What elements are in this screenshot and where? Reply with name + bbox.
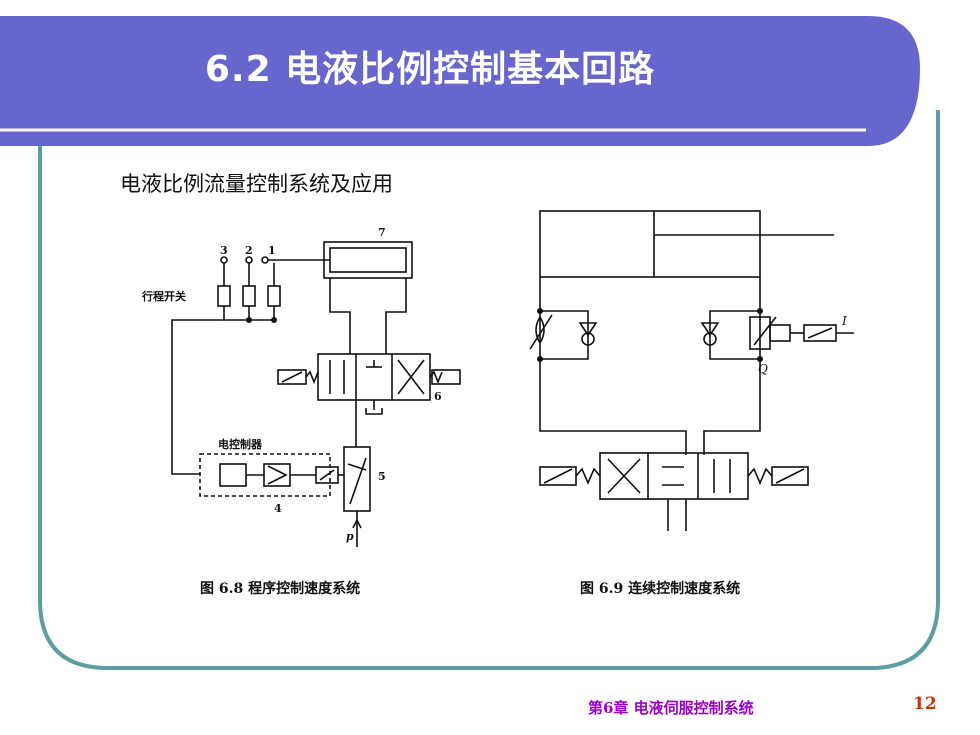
section-subtitle: 电液比例流量控制系统及应用 <box>120 172 393 196</box>
lvdt-box <box>769 324 791 342</box>
junction-dot <box>537 308 543 314</box>
label-current: I <box>841 314 847 328</box>
junction-dot <box>757 308 763 314</box>
label-pressure: p <box>346 530 354 543</box>
label-7: 7 <box>378 226 386 239</box>
cylinder <box>539 210 761 278</box>
label-4: 4 <box>274 502 282 515</box>
label-3: 3 <box>220 244 228 257</box>
directional-valve <box>599 452 749 500</box>
junction-dot <box>246 317 252 323</box>
junction-dot <box>757 356 763 362</box>
continuous-speed-control-diagram: I Q <box>529 210 854 531</box>
label-controller: 电控制器 <box>218 437 263 451</box>
label-1: 1 <box>268 244 276 257</box>
slide-title: 6.2 电液比例控制基本回路 <box>204 49 656 90</box>
junction-dot <box>537 356 543 362</box>
travel-switch-b <box>242 285 256 307</box>
controller-block <box>219 463 247 487</box>
junction-dot <box>271 317 277 323</box>
label-travel-switch: 行程开关 <box>141 289 186 303</box>
header-band <box>0 16 920 146</box>
solenoid-right <box>431 369 461 385</box>
footer-chapter: 第6章 电液伺服控制系统 <box>588 699 754 717</box>
switch-contact-3 <box>220 256 228 264</box>
switch-contact-1 <box>261 256 269 264</box>
page-number: 12 <box>913 694 937 714</box>
electric-controller <box>199 453 331 497</box>
label-5: 5 <box>378 470 386 483</box>
proportional-flow-valve <box>343 446 371 512</box>
travel-switch-a <box>217 285 231 307</box>
label-flow: Q <box>758 362 768 376</box>
switch-contact-2 <box>245 256 253 264</box>
solenoid-right <box>771 466 809 486</box>
content-border <box>38 110 940 670</box>
cylinder-piston <box>329 247 407 273</box>
figure-caption-right: 图 6.9 连续控制速度系统 <box>580 581 741 597</box>
label-6: 6 <box>434 390 442 403</box>
travel-switch-c <box>267 285 281 307</box>
figure-caption-left: 图 6.8 程序控制速度系统 <box>200 581 361 597</box>
program-speed-control-diagram: 7 3 2 1 行程开关 6 电控制器 5 4 p <box>141 226 461 547</box>
label-2: 2 <box>245 244 253 257</box>
